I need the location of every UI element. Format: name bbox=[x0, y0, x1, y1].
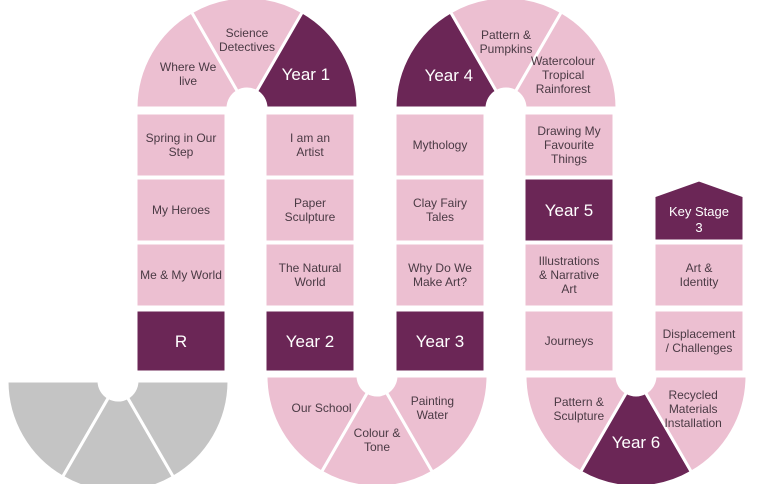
square-year-3-label: Year 3 bbox=[416, 332, 465, 351]
square-paper-sculpture bbox=[263, 176, 357, 244]
bottom-arc-1-segment-0 bbox=[264, 374, 370, 475]
bottom-arc-1-segment-1 bbox=[319, 390, 435, 484]
square-my-heroes-label: My Heroes bbox=[152, 203, 210, 217]
square-displacement-challenges-label: Displacement/ Challenges bbox=[663, 327, 736, 355]
start-square-r bbox=[134, 308, 228, 374]
top-arc-1-segment-2 bbox=[254, 9, 360, 110]
square-spring-in-our-step bbox=[134, 111, 228, 179]
grey-arc-segment-1 bbox=[60, 395, 176, 484]
square-drawing-my-favourite-things bbox=[522, 111, 616, 179]
square-year-5-label: Year 5 bbox=[545, 201, 594, 220]
square-why-do-we-make-art bbox=[393, 241, 487, 309]
square-art-and-identity-label: Art &Identity bbox=[680, 261, 719, 289]
bottom-arc-2-segment-0-label: Pattern &Sculpture bbox=[553, 395, 604, 423]
top-arc-2-segment-2 bbox=[513, 9, 619, 110]
bottom-arc-2-segment-0 bbox=[523, 374, 629, 475]
bottom-arc-1-segment-0-label: Our School bbox=[292, 401, 352, 415]
square-mythology bbox=[393, 111, 487, 179]
top-arc-2-segment-1-label: Pattern &Pumpkins bbox=[480, 28, 533, 56]
square-mythology-label: Mythology bbox=[413, 138, 468, 152]
top-arc-1-segment-2-label: Year 1 bbox=[282, 65, 331, 84]
square-journeys-label: Journeys bbox=[545, 334, 594, 348]
square-year-5 bbox=[522, 176, 616, 244]
square-illustrations-narrative-art bbox=[522, 241, 616, 309]
grey-arc-segment-0 bbox=[5, 379, 111, 480]
grey-arc-segment-2 bbox=[125, 379, 231, 480]
bottom-arc-2-segment-1 bbox=[578, 390, 694, 484]
start-square-r-label: R bbox=[175, 332, 187, 351]
square-art-and-identity bbox=[652, 241, 746, 309]
top-arc-2-segment-1 bbox=[448, 0, 564, 94]
top-arc-1-segment-1 bbox=[189, 0, 305, 94]
square-displacement-challenges bbox=[652, 308, 746, 374]
square-year-2 bbox=[263, 308, 357, 374]
square-clay-fairy-tales bbox=[393, 176, 487, 244]
top-arc-2-segment-0-label: Year 4 bbox=[425, 66, 474, 85]
top-arc-1-segment-0 bbox=[134, 9, 240, 110]
square-year-2-label: Year 2 bbox=[286, 332, 335, 351]
bottom-arc-2-segment-1-label: Year 6 bbox=[612, 433, 661, 452]
square-me-and-my-world-label: Me & My World bbox=[140, 268, 222, 282]
square-journeys bbox=[522, 308, 616, 374]
bottom-arc-1-segment-1-label: Colour &Tone bbox=[354, 426, 401, 454]
bottom-arc-1-segment-2 bbox=[384, 374, 490, 475]
square-the-natural-world bbox=[263, 241, 357, 309]
top-arc-2-segment-0 bbox=[393, 9, 499, 110]
square-me-and-my-world bbox=[134, 241, 228, 309]
square-i-am-an-artist bbox=[263, 111, 357, 179]
bottom-arc-2-segment-2 bbox=[643, 374, 749, 475]
square-year-3 bbox=[393, 308, 487, 374]
finish-key-stage-3 bbox=[652, 178, 746, 243]
